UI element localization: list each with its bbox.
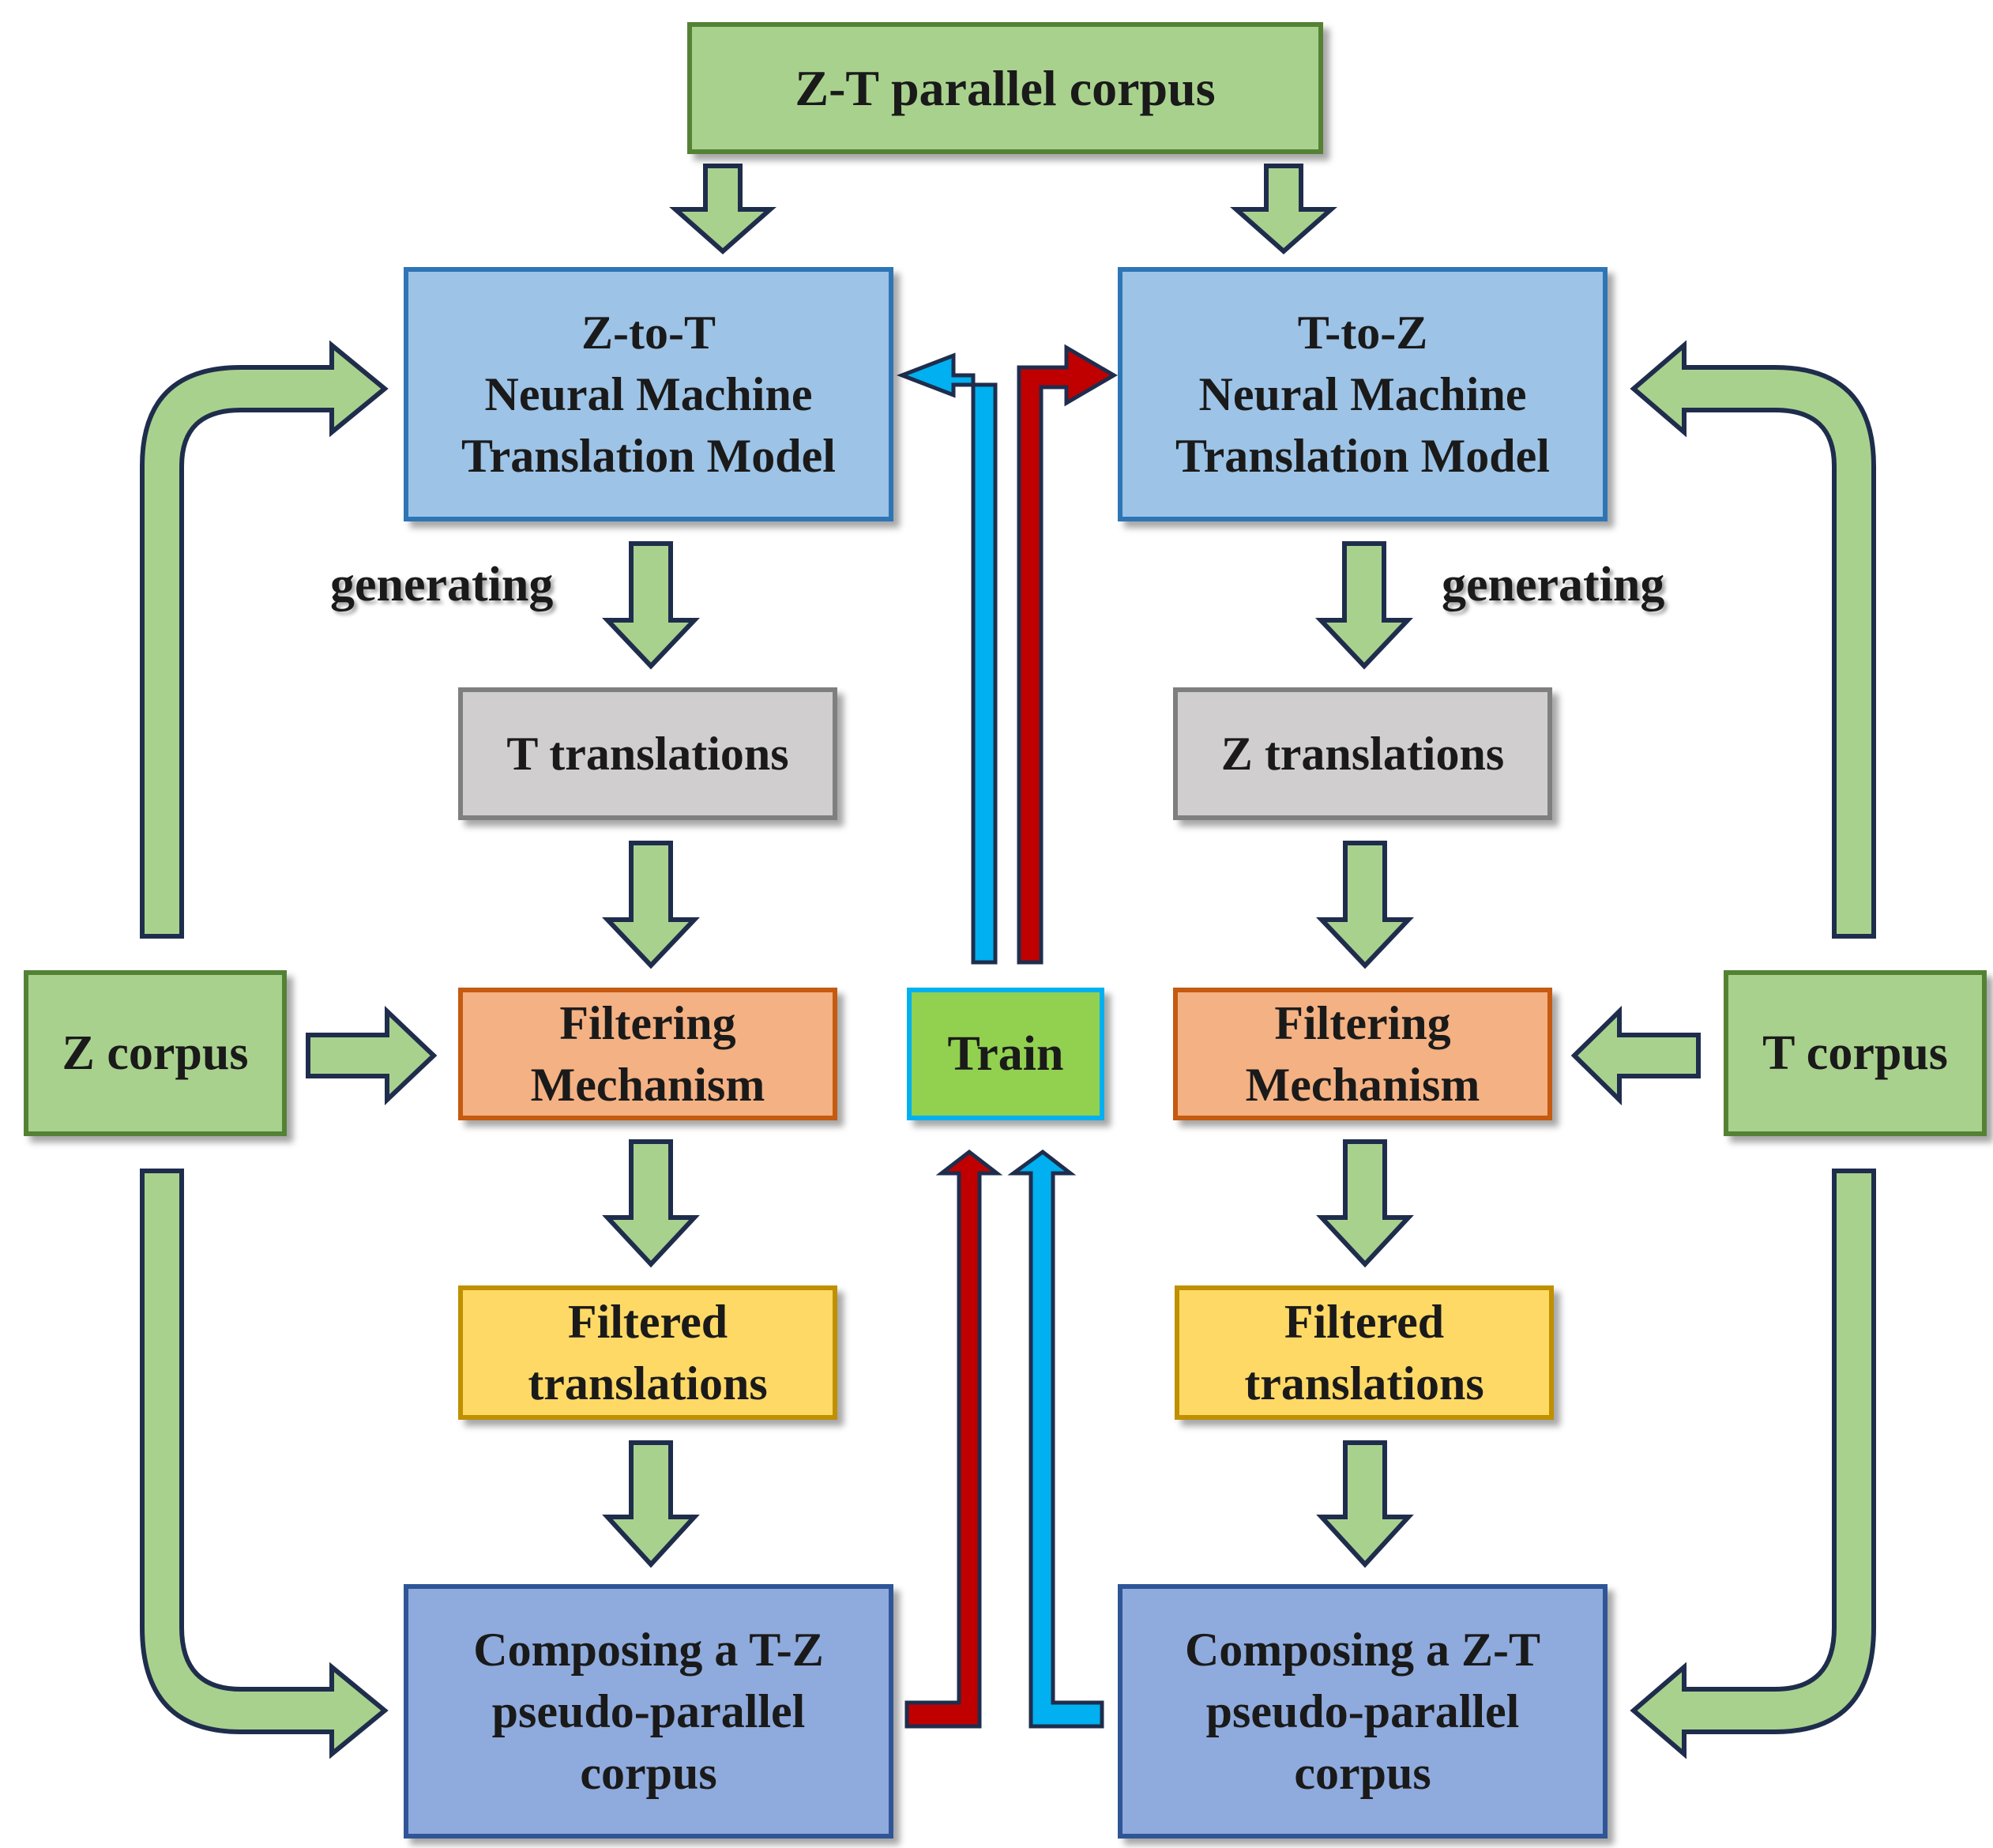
arrow-ttrans-to-filter [602, 841, 700, 969]
train-arrow-red-to-tz [1017, 344, 1118, 965]
arrow-tcorpus-to-filter [1570, 1005, 1701, 1106]
arrow-parallel-to-zt [669, 164, 777, 255]
arrow-tcorpus-to-compose-zt [1630, 1169, 1876, 1760]
arrow-filter-to-filtered-left [602, 1139, 700, 1268]
arrow-filter-to-filtered-right [1316, 1139, 1414, 1268]
arrow-tcorpus-to-tz-model [1630, 340, 1876, 939]
arrow-filtered-to-compose-right [1316, 1440, 1414, 1568]
arrow-zcorpus-to-filter [306, 1006, 438, 1105]
tz-model-box: T-to-Z Neural Machine Translation Model [1118, 267, 1608, 521]
compose-zt-corpus-box: Composing a Z-T pseudo-parallel corpus [1118, 1584, 1608, 1839]
z-translations-box: Z translations [1173, 687, 1552, 820]
t-corpus-box: T corpus [1724, 970, 1987, 1136]
filtered-translations-right-box: Filtered translations [1175, 1285, 1554, 1420]
tz-model-label: T-to-Z Neural Machine Translation Model [1175, 307, 1550, 482]
arrow-ztrans-to-filter [1316, 841, 1414, 969]
generating-left-label: generating [330, 558, 554, 612]
z-corpus-box: Z corpus [24, 970, 287, 1136]
filtered-translations-left-box: Filtered translations [458, 1285, 837, 1420]
arrow-zcorpus-to-zt-model [140, 340, 389, 939]
filtered-translations-left-label: Filtered translations [528, 1296, 768, 1410]
z-corpus-label: Z corpus [62, 1026, 249, 1080]
filtered-translations-right-label: Filtered translations [1244, 1296, 1484, 1410]
filtering-mechanism-right-box: Filtering Mechanism [1173, 988, 1552, 1120]
generating-right-label: generating [1442, 558, 1665, 612]
t-corpus-label: T corpus [1762, 1026, 1948, 1080]
t-translations-label: T translations [506, 728, 789, 780]
train-arrow-blue-from-compose-zt [1007, 1149, 1104, 1729]
filtering-mechanism-right-label: Filtering Mechanism [1245, 997, 1480, 1111]
arrow-filtered-to-compose-left [602, 1440, 700, 1568]
filtering-mechanism-left-label: Filtering Mechanism [530, 997, 765, 1111]
compose-zt-corpus-label: Composing a Z-T pseudo-parallel corpus [1184, 1624, 1541, 1799]
z-translations-label: Z translations [1220, 728, 1505, 780]
zt-model-label: Z-to-T Neural Machine Translation Model [461, 307, 836, 482]
zt-parallel-corpus-label: Z-T parallel corpus [795, 59, 1216, 116]
train-arrow-blue-to-zt [897, 352, 998, 965]
t-translations-box: T translations [458, 687, 837, 820]
arrow-tz-to-ztrans [1315, 541, 1413, 670]
arrow-zt-to-ttrans [602, 541, 700, 670]
compose-tz-corpus-label: Composing a T-Z pseudo-parallel corpus [473, 1624, 824, 1799]
compose-tz-corpus-box: Composing a T-Z pseudo-parallel corpus [404, 1584, 893, 1839]
arrow-zcorpus-to-compose-tz [140, 1169, 389, 1760]
arrow-parallel-to-tz [1230, 164, 1337, 255]
zt-model-box: Z-to-T Neural Machine Translation Model [404, 267, 893, 521]
filtering-mechanism-left-box: Filtering Mechanism [458, 988, 837, 1120]
train-arrow-red-from-compose-tz [904, 1149, 1003, 1729]
train-label: Train [947, 1026, 1064, 1081]
train-box: Train [907, 988, 1104, 1120]
zt-parallel-corpus-box: Z-T parallel corpus [687, 22, 1323, 154]
